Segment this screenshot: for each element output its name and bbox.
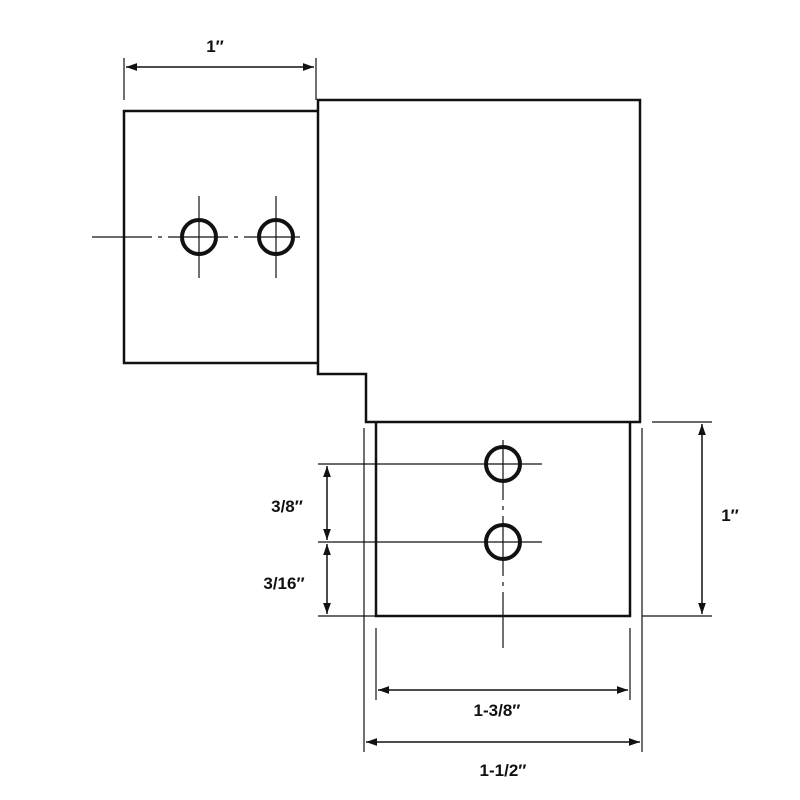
extension-lines [123,58,712,752]
label-inner-width: 1-3/8″ [474,701,521,720]
label-hole-edge: 3/16″ [263,574,304,593]
part-outline [122,98,642,618]
label-leg-height: 1″ [721,506,739,525]
label-outer-width: 1-1/2″ [480,761,527,780]
center-lines [92,196,542,648]
hole-bottom-2 [484,523,522,561]
dimension-lines [126,63,706,746]
hole-bottom-1 [484,445,522,483]
hole-left-1 [180,218,218,256]
label-top-width: 1″ [206,37,224,56]
dimension-labels: 1″ 3/8″ 3/16″ 1″ 1-3/8″ 1-1/2″ [206,37,739,780]
elbow-body [316,98,642,424]
holes [180,218,522,561]
hole-left-2 [257,218,295,256]
label-hole-spacing: 3/8″ [271,497,303,516]
